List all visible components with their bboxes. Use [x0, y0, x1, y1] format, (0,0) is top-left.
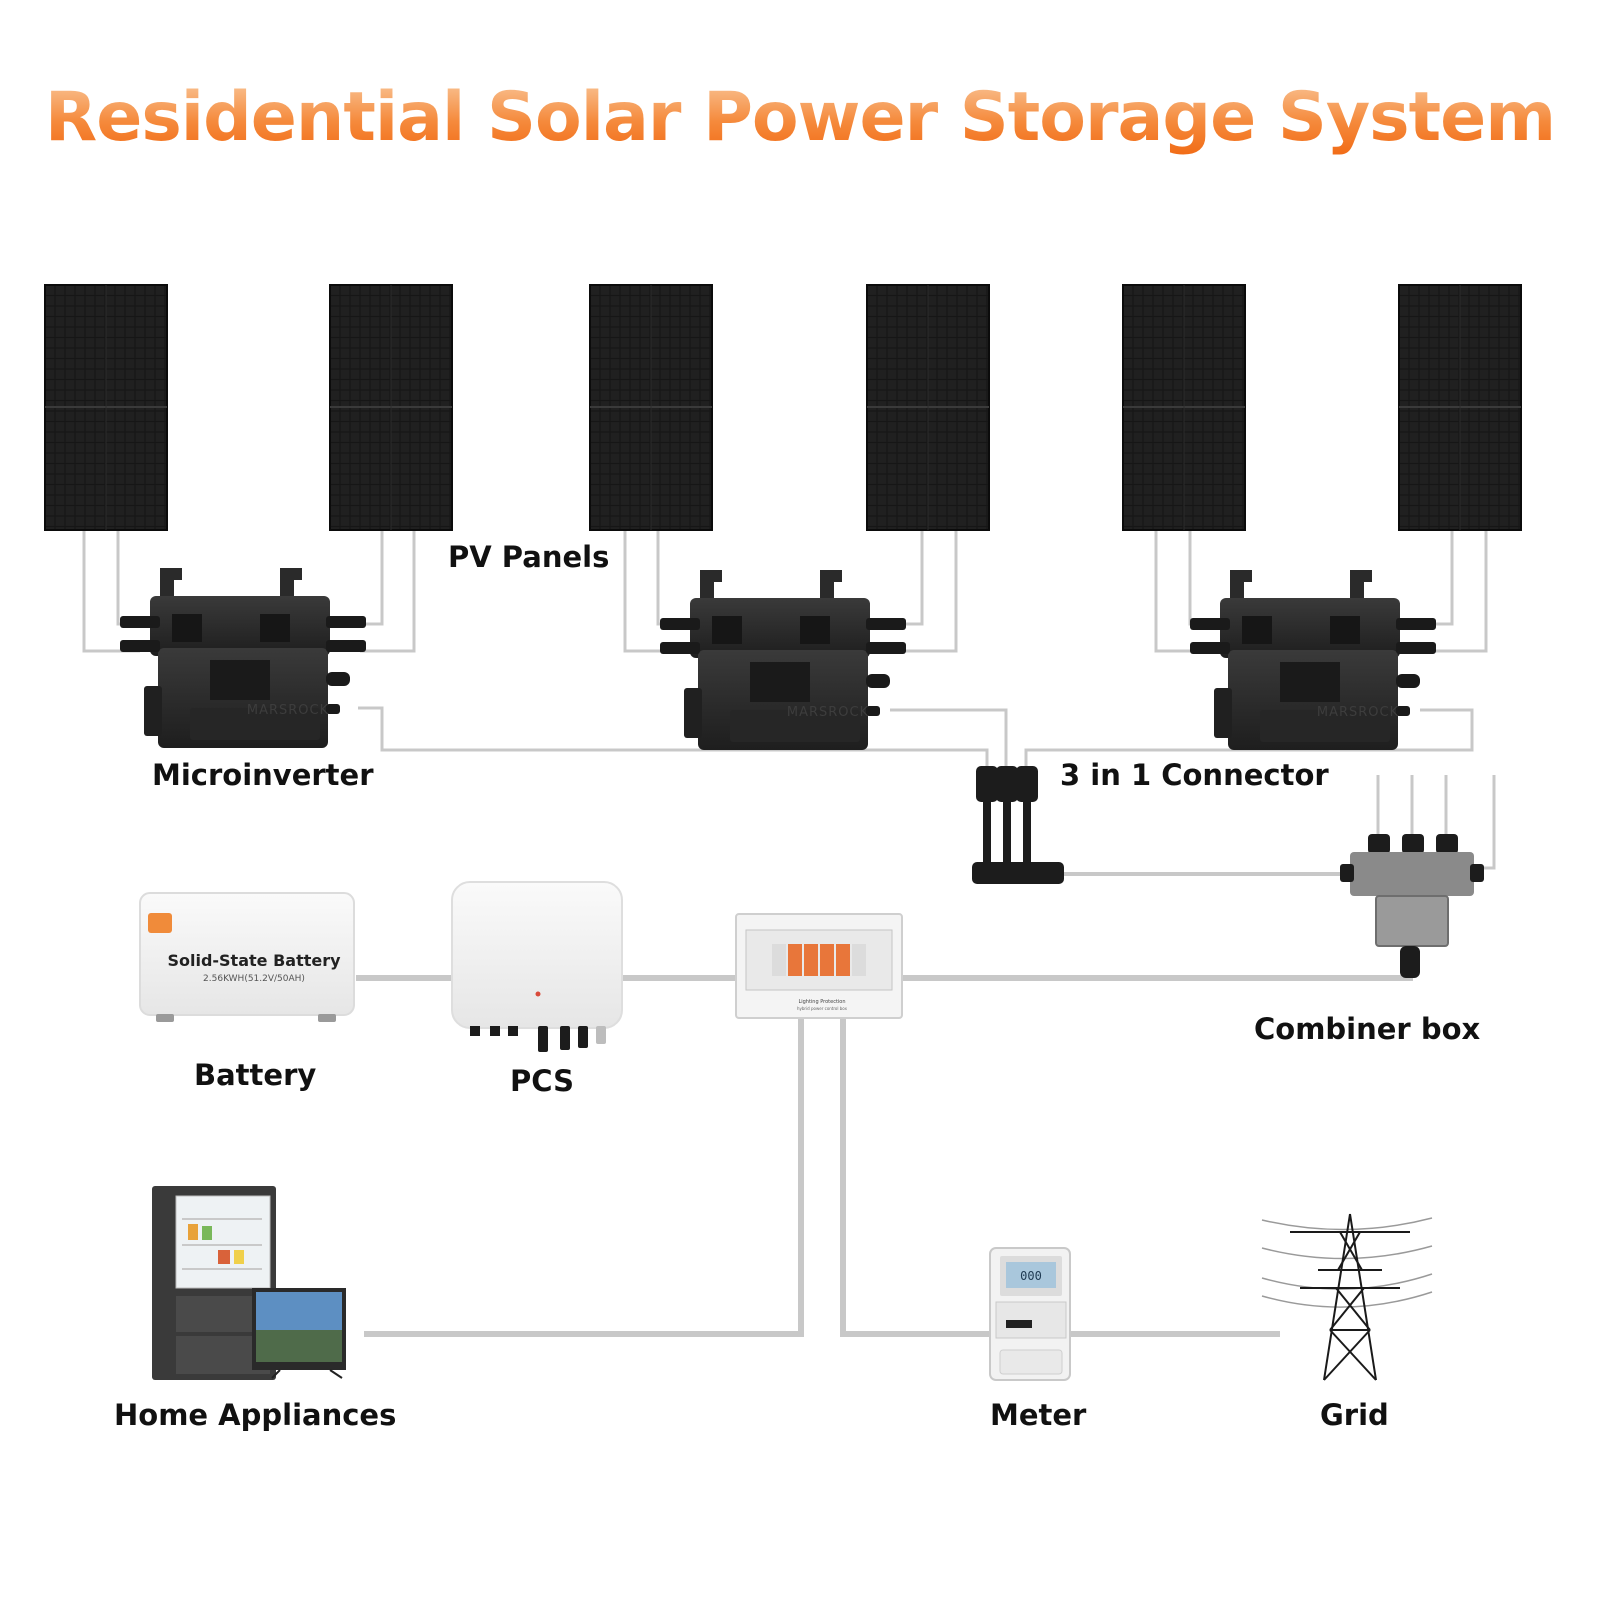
solar-panel	[589, 284, 713, 531]
microinverter-brand: MARSROCK	[247, 703, 329, 718]
meter-device: 000	[989, 1247, 1071, 1381]
label-meter: Meter	[990, 1398, 1087, 1432]
distribution-box: Lighting Protection hybrid power control…	[735, 913, 903, 1019]
solar-panel	[44, 284, 168, 531]
distribution-box-line1: Lighting Protection	[798, 999, 845, 1005]
label-microinverter: Microinverter	[152, 758, 374, 792]
microinverter-2: MARSROCK	[660, 570, 906, 750]
solar-panel	[866, 284, 990, 531]
meter-display-value: 000	[1020, 1269, 1042, 1283]
microinverter-3: MARSROCK	[1190, 570, 1436, 750]
microinverter-brand: MARSROCK	[1317, 705, 1399, 720]
label-connector: 3 in 1 Connector	[1060, 758, 1329, 792]
label-grid: Grid	[1320, 1398, 1389, 1432]
battery-name: Solid-State Battery	[167, 951, 341, 970]
label-pcs: PCS	[510, 1064, 574, 1098]
label-home-appliances: Home Appliances	[114, 1398, 397, 1432]
solar-panel	[329, 284, 453, 531]
page-title: Residential Solar Power Storage System	[44, 78, 1556, 157]
battery-device: Solid-State Battery 2.56KWH(51.2V/50AH)	[139, 892, 355, 1022]
combiner-box	[1340, 834, 1484, 978]
home-appliances-device	[152, 1186, 346, 1380]
pcs-status-led	[535, 991, 541, 997]
solar-panel	[1122, 284, 1246, 531]
three-in-one-connector	[972, 766, 1064, 884]
label-battery: Battery	[194, 1058, 317, 1092]
ac-wiring	[356, 775, 1496, 1337]
meter-display	[1006, 1262, 1056, 1288]
solar-panel	[1398, 284, 1522, 531]
distribution-box-line2: hybrid power control box	[797, 1006, 848, 1011]
microinverter-1: MARSROCK	[120, 568, 366, 748]
pcs-device	[451, 881, 623, 1052]
battery-logo	[148, 913, 172, 933]
label-combiner-box: Combiner box	[1254, 1012, 1481, 1046]
microinverter-brand: MARSROCK	[787, 705, 869, 720]
battery-spec: 2.56KWH(51.2V/50AH)	[203, 974, 305, 984]
pv-panel-array	[44, 284, 1522, 531]
label-pv-panels: PV Panels	[448, 540, 610, 574]
grid-pylon	[1261, 1213, 1433, 1381]
